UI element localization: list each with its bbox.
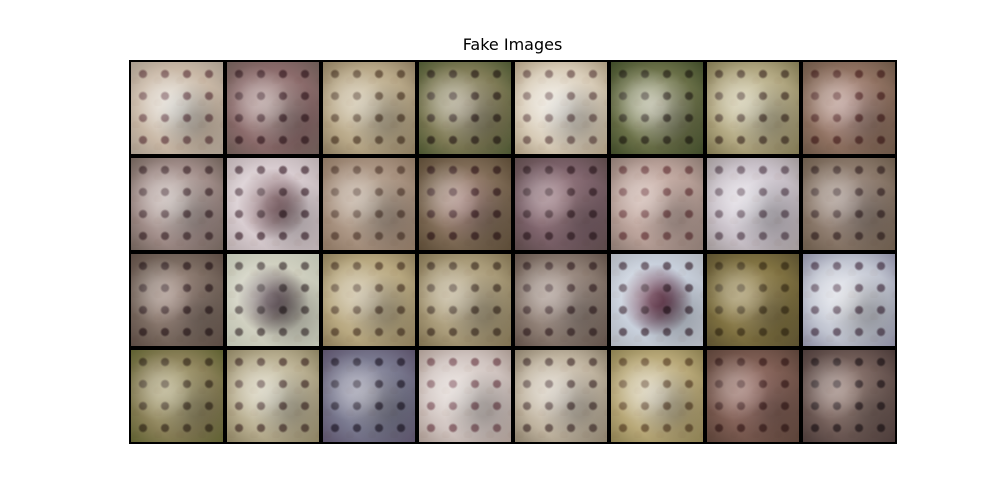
tile-texture xyxy=(611,158,703,250)
tile-shading xyxy=(611,62,703,154)
tile-texture xyxy=(227,254,319,346)
tile-texture xyxy=(131,158,223,250)
tile-texture xyxy=(515,158,607,250)
tile-texture xyxy=(611,254,703,346)
generated-image-tile xyxy=(707,158,799,250)
tile-shading xyxy=(515,350,607,442)
generated-image-tile xyxy=(131,350,223,442)
tile-texture xyxy=(419,158,511,250)
generated-image-tile xyxy=(611,158,703,250)
tile-shading xyxy=(803,62,895,154)
tile-texture xyxy=(707,62,799,154)
tile-texture xyxy=(323,254,415,346)
generated-image-tile xyxy=(515,350,607,442)
tile-texture xyxy=(707,158,799,250)
tile-texture xyxy=(803,158,895,250)
tile-texture xyxy=(227,158,319,250)
tile-shading xyxy=(515,62,607,154)
generated-image-tile xyxy=(803,62,895,154)
tile-shading xyxy=(803,350,895,442)
tile-shading xyxy=(323,158,415,250)
generated-image-tile xyxy=(323,158,415,250)
tile-texture xyxy=(611,350,703,442)
tile-shading xyxy=(611,158,703,250)
tile-texture xyxy=(707,254,799,346)
tile-texture xyxy=(227,62,319,154)
generated-image-tile xyxy=(323,350,415,442)
tile-texture xyxy=(323,158,415,250)
tile-texture xyxy=(611,62,703,154)
generated-image-tile xyxy=(323,62,415,154)
figure-title: Fake Images xyxy=(462,35,563,54)
generated-image-tile xyxy=(419,62,511,154)
tile-shading xyxy=(707,62,799,154)
tile-shading xyxy=(707,158,799,250)
generated-image-tile xyxy=(707,254,799,346)
tile-shading xyxy=(131,62,223,154)
tile-texture xyxy=(515,254,607,346)
tile-shading xyxy=(131,254,223,346)
tile-shading xyxy=(419,62,511,154)
generated-image-tile xyxy=(227,254,319,346)
tile-shading xyxy=(611,254,703,346)
tile-shading xyxy=(419,350,511,442)
tile-texture xyxy=(515,62,607,154)
tile-shading xyxy=(131,350,223,442)
generated-image-tile xyxy=(611,350,703,442)
tile-shading xyxy=(323,62,415,154)
tile-texture xyxy=(131,350,223,442)
tile-shading xyxy=(227,254,319,346)
generated-image-tile xyxy=(707,62,799,154)
tile-shading xyxy=(323,254,415,346)
generated-image-tile xyxy=(419,254,511,346)
image-grid xyxy=(129,60,897,444)
generated-image-tile xyxy=(707,350,799,442)
tile-texture xyxy=(803,350,895,442)
generated-image-tile xyxy=(515,62,607,154)
tile-shading xyxy=(227,158,319,250)
tile-shading xyxy=(419,254,511,346)
tile-shading xyxy=(227,62,319,154)
tile-texture xyxy=(323,350,415,442)
generated-image-tile xyxy=(131,254,223,346)
tile-texture xyxy=(515,350,607,442)
tile-shading xyxy=(419,158,511,250)
tile-shading xyxy=(227,350,319,442)
generated-image-tile xyxy=(227,350,319,442)
tile-texture xyxy=(803,254,895,346)
tile-shading xyxy=(611,350,703,442)
tile-shading xyxy=(707,254,799,346)
tile-shading xyxy=(323,350,415,442)
tile-texture xyxy=(419,62,511,154)
generated-image-tile xyxy=(515,158,607,250)
tile-texture xyxy=(803,62,895,154)
tile-shading xyxy=(131,158,223,250)
tile-shading xyxy=(803,158,895,250)
tile-texture xyxy=(419,254,511,346)
generated-image-tile xyxy=(515,254,607,346)
generated-image-tile xyxy=(227,158,319,250)
generated-image-tile xyxy=(419,158,511,250)
tile-shading xyxy=(803,254,895,346)
generated-image-tile xyxy=(611,62,703,154)
tile-texture xyxy=(323,62,415,154)
generated-image-tile xyxy=(803,158,895,250)
tile-texture xyxy=(131,254,223,346)
generated-image-tile xyxy=(611,254,703,346)
tile-shading xyxy=(515,158,607,250)
generated-image-tile xyxy=(131,158,223,250)
generated-image-tile xyxy=(227,62,319,154)
generated-image-tile xyxy=(803,350,895,442)
tile-texture xyxy=(131,62,223,154)
tile-shading xyxy=(707,350,799,442)
generated-image-tile xyxy=(131,62,223,154)
tile-texture xyxy=(419,350,511,442)
generated-image-tile xyxy=(323,254,415,346)
generated-image-tile xyxy=(419,350,511,442)
generated-image-tile xyxy=(803,254,895,346)
tile-shading xyxy=(515,254,607,346)
tile-texture xyxy=(227,350,319,442)
tile-texture xyxy=(707,350,799,442)
